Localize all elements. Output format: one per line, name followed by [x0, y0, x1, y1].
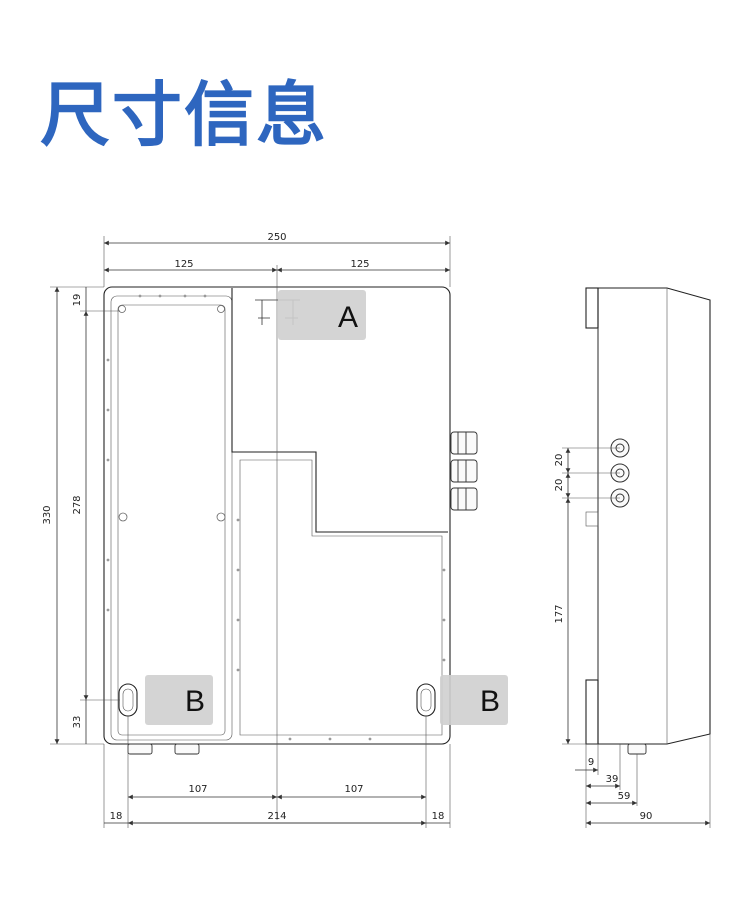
dim-20-b: 20 [554, 479, 565, 492]
front-view [103, 265, 478, 820]
dim-177: 177 [554, 604, 565, 623]
top-dimensions: 250 125 125 [103, 232, 451, 287]
dim-33: 33 [72, 716, 83, 729]
dim-214: 214 [267, 811, 286, 822]
dim-20-a: 20 [554, 454, 565, 467]
dim-39: 39 [606, 774, 619, 785]
dim-18-right: 18 [432, 811, 445, 822]
lid-step [231, 288, 448, 533]
dim-9: 9 [588, 757, 594, 768]
dim-330: 330 [42, 505, 53, 524]
dim-107-left: 107 [188, 784, 207, 795]
callout-a: A [338, 301, 358, 334]
callout-b1: B [185, 685, 205, 718]
dim-107-right: 107 [344, 784, 363, 795]
callout-b2: B [480, 685, 500, 718]
dim-250: 250 [267, 232, 286, 243]
dim-18-left: 18 [110, 811, 123, 822]
dim-90: 90 [640, 811, 653, 822]
callout-b1-box [145, 675, 213, 725]
callout-a-box [278, 290, 366, 340]
dim-19: 19 [72, 294, 83, 307]
left-panel [110, 295, 233, 741]
dim-125-right: 125 [350, 259, 369, 270]
dim-278: 278 [72, 495, 83, 514]
left-dimensions: 330 278 19 33 [42, 286, 120, 745]
side-dimensions: 20 20 177 9 39 59 90 [554, 447, 711, 828]
side-view [585, 287, 711, 755]
bottom-dimensions: 107 107 18 214 18 [103, 716, 451, 828]
callout-b2-box [440, 675, 508, 725]
page-title: 尺寸信息 [40, 74, 328, 156]
dim-125-left: 125 [174, 259, 193, 270]
dim-59: 59 [618, 791, 631, 802]
cable-glands [450, 431, 478, 511]
